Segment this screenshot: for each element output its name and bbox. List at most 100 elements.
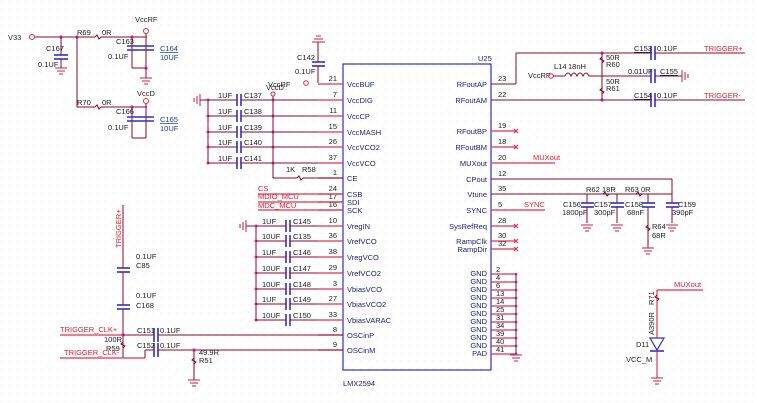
- spi-nets: CS MDIO_MCU MDC_MCU: [258, 184, 343, 211]
- label-parts-r58-val: 1K: [286, 165, 295, 174]
- label-parts-c158-ref: C158: [625, 200, 643, 209]
- pin-label: RFoutAP: [457, 80, 487, 89]
- label-parts-c159-ref: C159: [678, 200, 696, 209]
- pin-label: RampClk: [456, 237, 487, 246]
- label-parts-r60-val: 50R: [606, 53, 620, 62]
- no-connect-icon: [513, 238, 519, 244]
- pin-number: 40: [496, 337, 504, 346]
- pin-label: CE: [347, 174, 357, 183]
- pin-label: GND: [470, 277, 487, 286]
- label-nets-vccrf: VccRF: [268, 80, 291, 89]
- label-nets-mdc: MDC_MCU: [258, 201, 296, 210]
- chip-u25[interactable]: U25 LMX2594: [342, 54, 492, 388]
- pin-label: SysRefReq: [449, 222, 487, 231]
- label-parts-decap_top-2-val: 1UF: [218, 123, 233, 132]
- label-parts-c142-ref: C142: [297, 53, 315, 62]
- inductor-l14-icon: [564, 72, 590, 78]
- label-parts-c163-val: 0.1UF: [108, 52, 129, 61]
- pin-label: GND: [470, 293, 487, 302]
- pin-label: RFoutAM: [455, 96, 487, 105]
- label-nets-sync: SYNC: [524, 200, 545, 209]
- label-parts-decap_top-3-ref: C140: [244, 138, 262, 147]
- label-nets-vccrf: VccRF: [135, 15, 158, 24]
- pin-label: SDI: [347, 198, 360, 207]
- pin-label: VccMASH: [347, 128, 381, 137]
- r58-section: 1K R58: [272, 96, 343, 181]
- pin-number: 10: [329, 216, 337, 225]
- pin-number: 29: [329, 263, 337, 272]
- label-nets-vcc_m: VCC_M: [626, 355, 652, 364]
- label-parts-l14-ref: L14: [554, 62, 567, 71]
- label-parts-r59-ref: R59: [106, 344, 120, 353]
- pin-label: GND: [470, 333, 487, 342]
- label-parts-r60-ref: R60: [606, 60, 620, 69]
- label-parts-c168-ref: C168: [136, 301, 154, 310]
- label-parts-c142-val: 0.1UF: [295, 67, 316, 76]
- pin-label: RFoutBM: [455, 143, 487, 152]
- label-parts-c156-val: 1800pF: [562, 208, 588, 217]
- ground-icon: [651, 377, 663, 385]
- label-parts-c159-val: 390pF: [672, 208, 694, 217]
- pin-number: 19: [498, 121, 506, 130]
- label-nets-mdio: MDIO_MCU: [258, 192, 299, 201]
- pin-number: 34: [496, 321, 504, 330]
- label-parts-r69-ref: R69: [77, 28, 91, 37]
- pin-label: GND: [470, 309, 487, 318]
- muxout-led-section: MUXout R71 390R A D11 VCC_M: [626, 280, 703, 385]
- label-nets-vccd: VccD: [266, 83, 285, 92]
- label-parts-decap_bot-1-val: 10UF: [262, 232, 281, 241]
- pin-number: 21: [329, 74, 337, 83]
- led-d11-icon: [648, 337, 666, 352]
- pin-label: GND: [470, 269, 487, 278]
- label-parts-c154-val: 0.1UF: [657, 91, 678, 100]
- pin-label: PAD: [472, 349, 487, 358]
- label-nets-muxout: MUXout: [674, 280, 702, 289]
- pin-number: 36: [329, 231, 337, 240]
- pin-label: Vtune: [467, 190, 487, 199]
- label-parts-c157-ref: C157: [594, 200, 612, 209]
- label-parts-decap_bot-0-val: 1UF: [262, 217, 277, 226]
- label-parts-c151-ref: C151: [137, 326, 155, 335]
- label-parts-c167-val: 0.1UF: [38, 60, 59, 69]
- label-nets-trig_p: TRIGGER+: [704, 44, 743, 53]
- label-nets-vccrf: VccRF: [528, 71, 551, 80]
- label-nets-trig_m: TRIGGER-: [704, 91, 741, 100]
